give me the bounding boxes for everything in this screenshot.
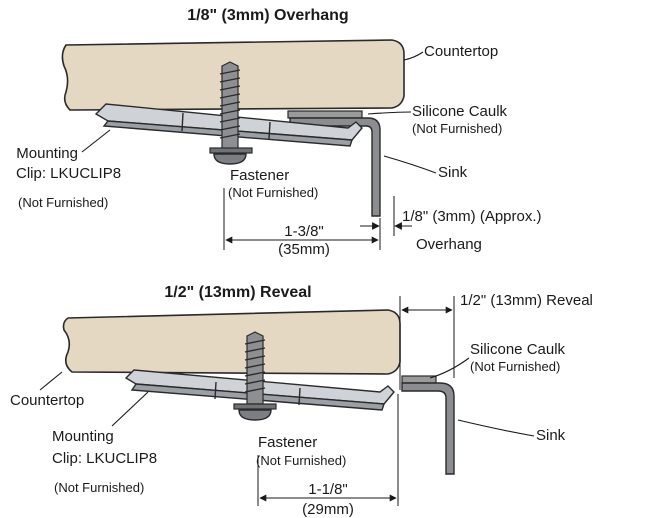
caulk-label-2: Silicone Caulk xyxy=(470,341,566,358)
clip-label-line1-2: Mounting xyxy=(52,428,114,445)
overhang-detail: 1/8" (3mm) Overhang Countertop xyxy=(16,7,542,258)
countertop-label: Countertop xyxy=(424,43,498,60)
overhang-title: 1/8" (3mm) Overhang xyxy=(187,7,348,24)
caulk-note-2: (Not Furnished) xyxy=(470,359,560,374)
dimension-metric: (35mm) xyxy=(278,241,330,258)
clip-label-line2: Clip: LKUCLIP8 xyxy=(16,165,121,182)
clip-label-line1: Mounting xyxy=(16,145,78,162)
countertop-slab-2 xyxy=(62,309,401,375)
dimension-value: 1-3/8" xyxy=(284,223,324,240)
screw-threads xyxy=(219,69,241,139)
fastener-washer-2 xyxy=(233,403,277,410)
fastener-screw xyxy=(221,61,239,153)
fastener-head xyxy=(213,153,247,165)
fastener-washer xyxy=(209,147,253,154)
clip-label-line2-2: Clip: LKUCLIP8 xyxy=(52,450,157,467)
clip-note: (Not Furnished) xyxy=(18,195,108,210)
fastener-label-2: Fastener xyxy=(258,434,317,451)
fastener-screw-2 xyxy=(246,331,264,405)
silicone-caulk-bead xyxy=(287,110,363,119)
sink-rim xyxy=(289,117,381,217)
caulk-label: Silicone Caulk xyxy=(412,103,508,120)
dimension-value-2: 1-1/8" xyxy=(308,481,348,498)
fastener-label: Fastener xyxy=(230,167,289,184)
overhang-label-line1: 1/8" (3mm) (Approx.) xyxy=(402,208,542,225)
overhang-label-line2: Overhang xyxy=(416,236,482,253)
screw-threads-2 xyxy=(244,339,266,393)
sink-label-2: Sink xyxy=(536,427,566,444)
silicone-caulk-bead-2 xyxy=(401,375,437,384)
reveal-detail: 1/2" (13mm) Reveal 1/2" (13mm) Revea xyxy=(10,284,593,518)
fastener-head-2 xyxy=(238,409,272,421)
reveal-title: 1/2" (13mm) Reveal xyxy=(164,284,311,301)
fastener-note: (Not Furnished) xyxy=(228,185,318,200)
dimension-metric-2: (29mm) xyxy=(302,501,354,518)
countertop-label-2: Countertop xyxy=(10,392,84,409)
fastener-note-2: (Not Furnished) xyxy=(256,453,346,468)
caulk-note: (Not Furnished) xyxy=(412,121,502,136)
sink-rim-2 xyxy=(401,382,455,475)
reveal-label: 1/2" (13mm) Reveal xyxy=(460,292,593,309)
clip-note-2: (Not Furnished) xyxy=(54,480,144,495)
sink-label: Sink xyxy=(438,164,468,181)
